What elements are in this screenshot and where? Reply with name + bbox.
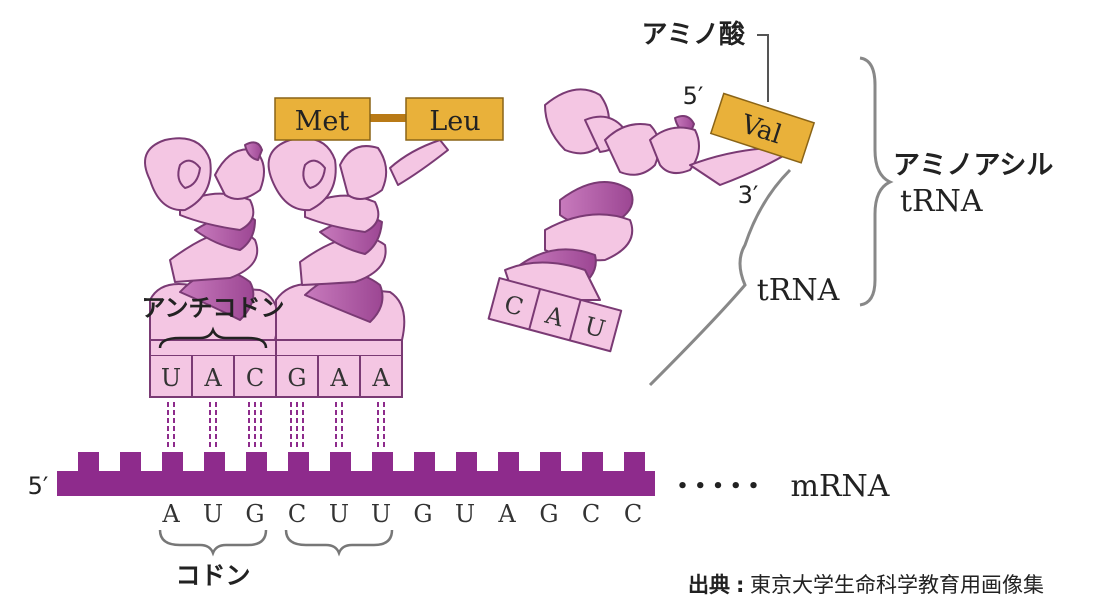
mrna-continuation-dots: • • • • • [677, 476, 760, 497]
mrna-base: G [413, 500, 432, 528]
mrna-tooth [330, 452, 351, 472]
label-mrna: mRNA [791, 469, 890, 504]
mrna-tooth [162, 452, 183, 472]
peptide-bond [368, 114, 408, 122]
mrna-base: U [329, 500, 349, 528]
label-anticodon: アンチコドン [141, 294, 284, 322]
mrna-tooth [498, 452, 519, 472]
label-trna: tRNA [757, 273, 840, 308]
source-sep: : [736, 573, 744, 597]
amino-box-val-group: Val [709, 92, 816, 164]
label-amino-acid: アミノ酸 [642, 20, 746, 50]
mrna-tooth [414, 452, 435, 472]
label-codon: コドン [175, 561, 250, 590]
anticodon-base: A [329, 364, 348, 392]
trna-leu [267, 137, 449, 341]
aminoacyl-trna-brace [859, 56, 894, 307]
mrna-tooth [204, 452, 225, 472]
amino-box-val [709, 92, 816, 164]
mrna-base: A [497, 500, 516, 528]
mrna-base: G [245, 500, 264, 528]
amino-acid-pointer [757, 34, 769, 102]
mrna-tooth [246, 452, 267, 472]
mrna-tooth [540, 452, 561, 472]
mrna-base: C [582, 500, 600, 528]
amino-box-leu [405, 97, 504, 141]
anticodon-base: G [287, 364, 306, 392]
amino-leu: Leu [429, 106, 480, 137]
source-text: 東京大学生命科学教育用画像集 [750, 573, 1044, 597]
mrna-strand [57, 452, 655, 496]
mrna-base: U [203, 500, 223, 528]
codon-brace-1 [158, 529, 268, 557]
mrna-base: A [161, 500, 180, 528]
mrna-teeth [78, 452, 645, 472]
trna-val [487, 88, 791, 353]
trna-bracket [648, 168, 792, 387]
mrna-base: U [455, 500, 475, 528]
mrna-base: C [288, 500, 306, 528]
mrna-tooth [288, 452, 309, 472]
label-3prime-trna: 3′ [738, 181, 759, 209]
anticodon-brace [158, 326, 268, 349]
amino-met: Met [295, 106, 350, 137]
dipeptide: Met Leu [274, 97, 504, 141]
codon-brace-2 [284, 529, 394, 557]
mrna-tooth [372, 452, 393, 472]
mrna-base: G [539, 500, 558, 528]
mrna-base: U [371, 500, 391, 528]
trna-met [144, 137, 279, 341]
mrna-tooth [78, 452, 99, 472]
amino-box-met [274, 97, 371, 141]
label-5prime-trna: 5′ [683, 82, 704, 110]
label-aminoacyl-trna: tRNA [900, 184, 983, 219]
hydrogen-bonds [167, 402, 385, 450]
label-5prime-mrna: 5′ [28, 472, 49, 500]
label-aminoacyl: アミノアシル [893, 150, 1053, 181]
source-prefix: 出典 [688, 573, 730, 597]
mrna-tooth [582, 452, 603, 472]
mrna-base: C [624, 500, 642, 528]
anticodon-boxes-1-2 [149, 339, 403, 398]
anticodon-base: U [161, 364, 181, 392]
mrna-tooth [456, 452, 477, 472]
mrna-tooth [624, 452, 645, 472]
anticodon-base: C [246, 364, 264, 392]
mrna-tooth [120, 452, 141, 472]
anticodon-base: A [371, 364, 390, 392]
anticodon-base: A [203, 364, 222, 392]
